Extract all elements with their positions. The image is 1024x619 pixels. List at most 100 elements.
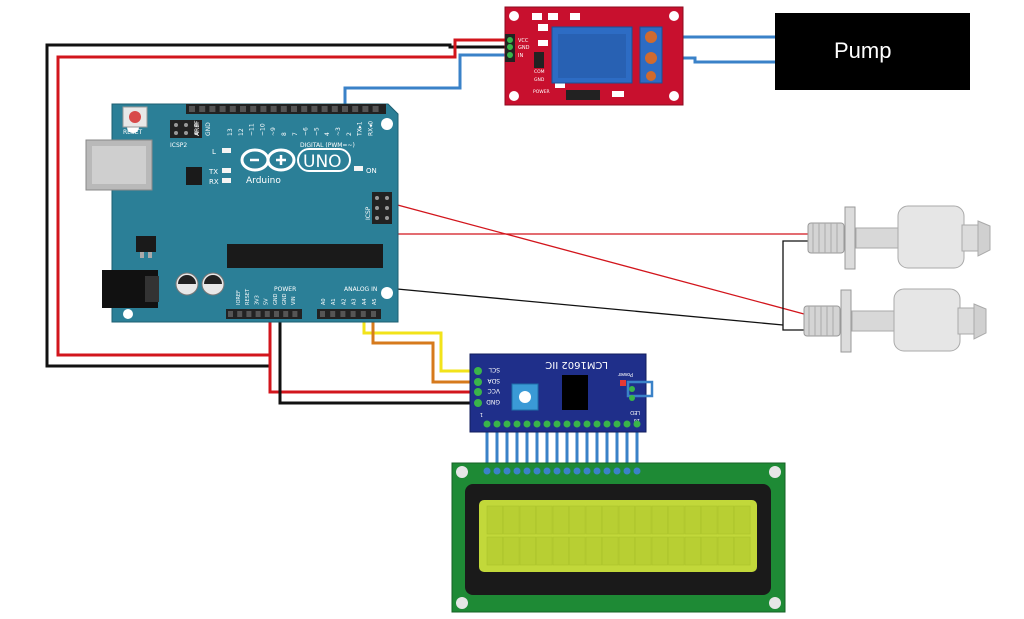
led-rx-label: RX [209, 178, 219, 186]
lcd-cell [519, 505, 536, 535]
power-pin-hole [274, 311, 279, 317]
analog-pin-hole [330, 311, 336, 317]
power-pin-label: GND [273, 293, 279, 305]
lcd-cell [569, 505, 586, 535]
lcd-cell [552, 505, 569, 535]
lcd-1602-module [451, 462, 786, 613]
icsp-header [372, 192, 392, 224]
digital-pin-hole [219, 106, 226, 112]
relay-module: VCC GND IN COM GND POWER [504, 6, 684, 106]
led-jumper[interactable] [626, 380, 654, 401]
lcd-cell [734, 505, 751, 535]
digital-pin-hole [372, 106, 379, 112]
i2c-pin-header [474, 367, 482, 407]
i2c-chip [562, 375, 588, 410]
lcd-cell [717, 505, 734, 535]
digital-pin-hole [291, 106, 297, 112]
digital-label: DIGITAL (PWM=~) [300, 142, 355, 149]
i2c-lcd-pin [573, 420, 581, 428]
i2c-title: LCM1602 IIC [545, 359, 608, 370]
lcd-cell [503, 536, 520, 566]
lcd-cell [486, 536, 503, 566]
lcd-pin-pad [523, 467, 531, 475]
digital-pin-hole [189, 106, 195, 112]
on-label: ON [366, 167, 377, 175]
power-pin-label: GND [282, 293, 288, 305]
contrast-potentiometer[interactable] [511, 383, 539, 411]
analog-pin-hole [320, 311, 325, 317]
digital-pin-hole [260, 106, 267, 112]
float-sensor-top [807, 205, 991, 270]
uno-text: UNO [303, 152, 342, 172]
i2c-lcd-pin [503, 420, 511, 428]
gnd-top-label: GND [205, 122, 212, 136]
relay-gnd-label: GND [534, 77, 545, 83]
i2c-lcd-pin [533, 420, 541, 428]
lcd-pin-pad [573, 467, 581, 475]
lcd-pin-pad [493, 467, 501, 475]
lcd-cell [684, 536, 701, 566]
lcd-pin-pad [553, 467, 561, 475]
uno-badge [297, 148, 351, 172]
lcd-cell [569, 536, 586, 566]
digital-pin-label: 8 [281, 132, 288, 136]
lcd-pin-pad [593, 467, 601, 475]
digital-pin-hole [352, 106, 359, 112]
digital-pin-label: 7 [292, 132, 299, 136]
power-pin-hole [292, 311, 298, 317]
digital-pin-label: ~9 [270, 127, 277, 136]
arduino-logo-icon [240, 148, 296, 172]
lcd-cell [701, 505, 718, 535]
digital-pin-label: 12 [238, 128, 245, 136]
analog-pin-label: A0 [321, 298, 327, 305]
i2c-pin-vcc: VCC [488, 387, 500, 394]
lcd-pin-pad [603, 467, 611, 475]
wire-5v-i2c-vcc [268, 312, 478, 394]
lcd-cell [684, 505, 701, 535]
wire-sensor-gnd-bus [782, 240, 808, 331]
i2c-lcd-pin [633, 420, 641, 428]
digital-pin-label: RX◂0 [367, 121, 374, 136]
power-pin-label: 3V3 [254, 295, 260, 305]
digital-pin-label: TX▸1 [357, 121, 364, 137]
lcd-cell [585, 505, 602, 535]
power-pin-hole [246, 311, 252, 317]
i2c-pin1-label: 1 [480, 411, 483, 417]
lcd-cell [651, 536, 668, 566]
lcd-cell [651, 505, 668, 535]
analog-pin-hole [371, 311, 376, 317]
voltage-regulator [136, 236, 156, 252]
i2c-lcd-pin [563, 420, 571, 428]
power-pin-label: VIN [291, 296, 297, 305]
analog-pin-label: A5 [372, 298, 378, 305]
i2c-lcd-pin [493, 420, 501, 428]
digital-pin-hole [209, 106, 216, 112]
i2c-power-label: Power [617, 371, 633, 377]
lcd-cell [536, 536, 553, 566]
icsp-label: ICSP [365, 206, 372, 220]
lcd-pin-pad [533, 467, 541, 475]
analog-pin-label: A4 [362, 298, 368, 305]
lcd-cell [618, 536, 635, 566]
i2c-lcd-pin [583, 420, 591, 428]
lcd-pin-pad [483, 467, 491, 475]
power-pin-hole [255, 311, 261, 317]
i2c-lcd-pin [613, 420, 621, 428]
lcd-pin-pad [613, 467, 621, 475]
digital-pin-hole [250, 106, 257, 112]
lcd-cell [486, 505, 503, 535]
relay-pin-gnd: GND [518, 45, 530, 51]
wire-gnd-i2c-gnd [278, 312, 478, 405]
digital-pin-hole [342, 106, 348, 112]
pump-label: Pump [834, 38, 891, 63]
power-label: POWER [274, 286, 296, 293]
i2c-pin-sda: SDA [487, 377, 500, 384]
analog-pin-hole [340, 311, 346, 317]
lcd-cell [602, 505, 619, 535]
arduino-logo-text: Arduino [246, 176, 281, 186]
lcd-cell [503, 505, 520, 535]
analog-pin-hole [350, 311, 356, 317]
